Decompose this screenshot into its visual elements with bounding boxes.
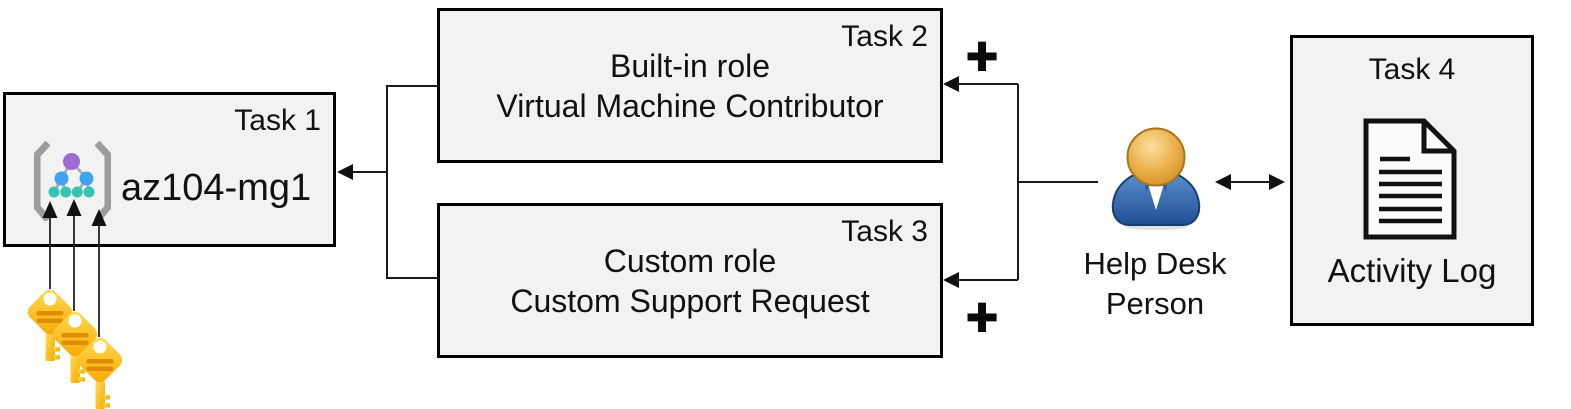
task2-role-name: Virtual Machine Contributor [496, 88, 884, 124]
person-label: Help Desk Person [1040, 244, 1270, 324]
mg-arrowhead [337, 164, 353, 180]
key-icon [24, 286, 76, 361]
task1-label: Task 1 [234, 104, 321, 137]
task1-box: Task 1 az104-mg1 [3, 92, 336, 247]
task2-box: Task 2 Built-in role Virtual Machine Con… [437, 8, 943, 163]
task4-label: Task 4 [1368, 53, 1456, 86]
task3-role-name: Custom Support Request [510, 283, 870, 319]
task2-label: Task 2 [841, 20, 928, 53]
document-icon [1363, 118, 1457, 240]
plus-icon-bottom: + [966, 287, 998, 347]
task3-label: Task 3 [841, 215, 928, 248]
task3-role-type: Custom role [603, 243, 777, 279]
task2-arrowhead [943, 76, 959, 92]
task4-box: Task 4 Activity Log [1290, 35, 1534, 326]
management-group-name: az104-mg1 [121, 167, 312, 209]
task2-role-type: Built-in role [609, 48, 771, 84]
person-label-line2: Person [1105, 286, 1205, 321]
task3-box: Task 3 Custom role Custom Support Reques… [437, 203, 943, 358]
roles-to-mg-connector [352, 85, 437, 279]
task4-caption: Activity Log [1327, 252, 1497, 289]
person-label-line1: Help Desk [1083, 246, 1227, 281]
key-icon [49, 308, 101, 383]
task3-arrowhead [943, 272, 959, 288]
key-icon [74, 334, 126, 409]
person-activitylog-connector [1215, 174, 1285, 190]
plus-icon-top: + [966, 26, 998, 86]
person-icon [1111, 127, 1201, 230]
task2-role-text: Built-in role Virtual Machine Contributo… [440, 46, 940, 126]
management-group-icon [34, 140, 111, 221]
task3-role-text: Custom role Custom Support Request [440, 241, 940, 321]
help-desk-person [1108, 126, 1204, 230]
